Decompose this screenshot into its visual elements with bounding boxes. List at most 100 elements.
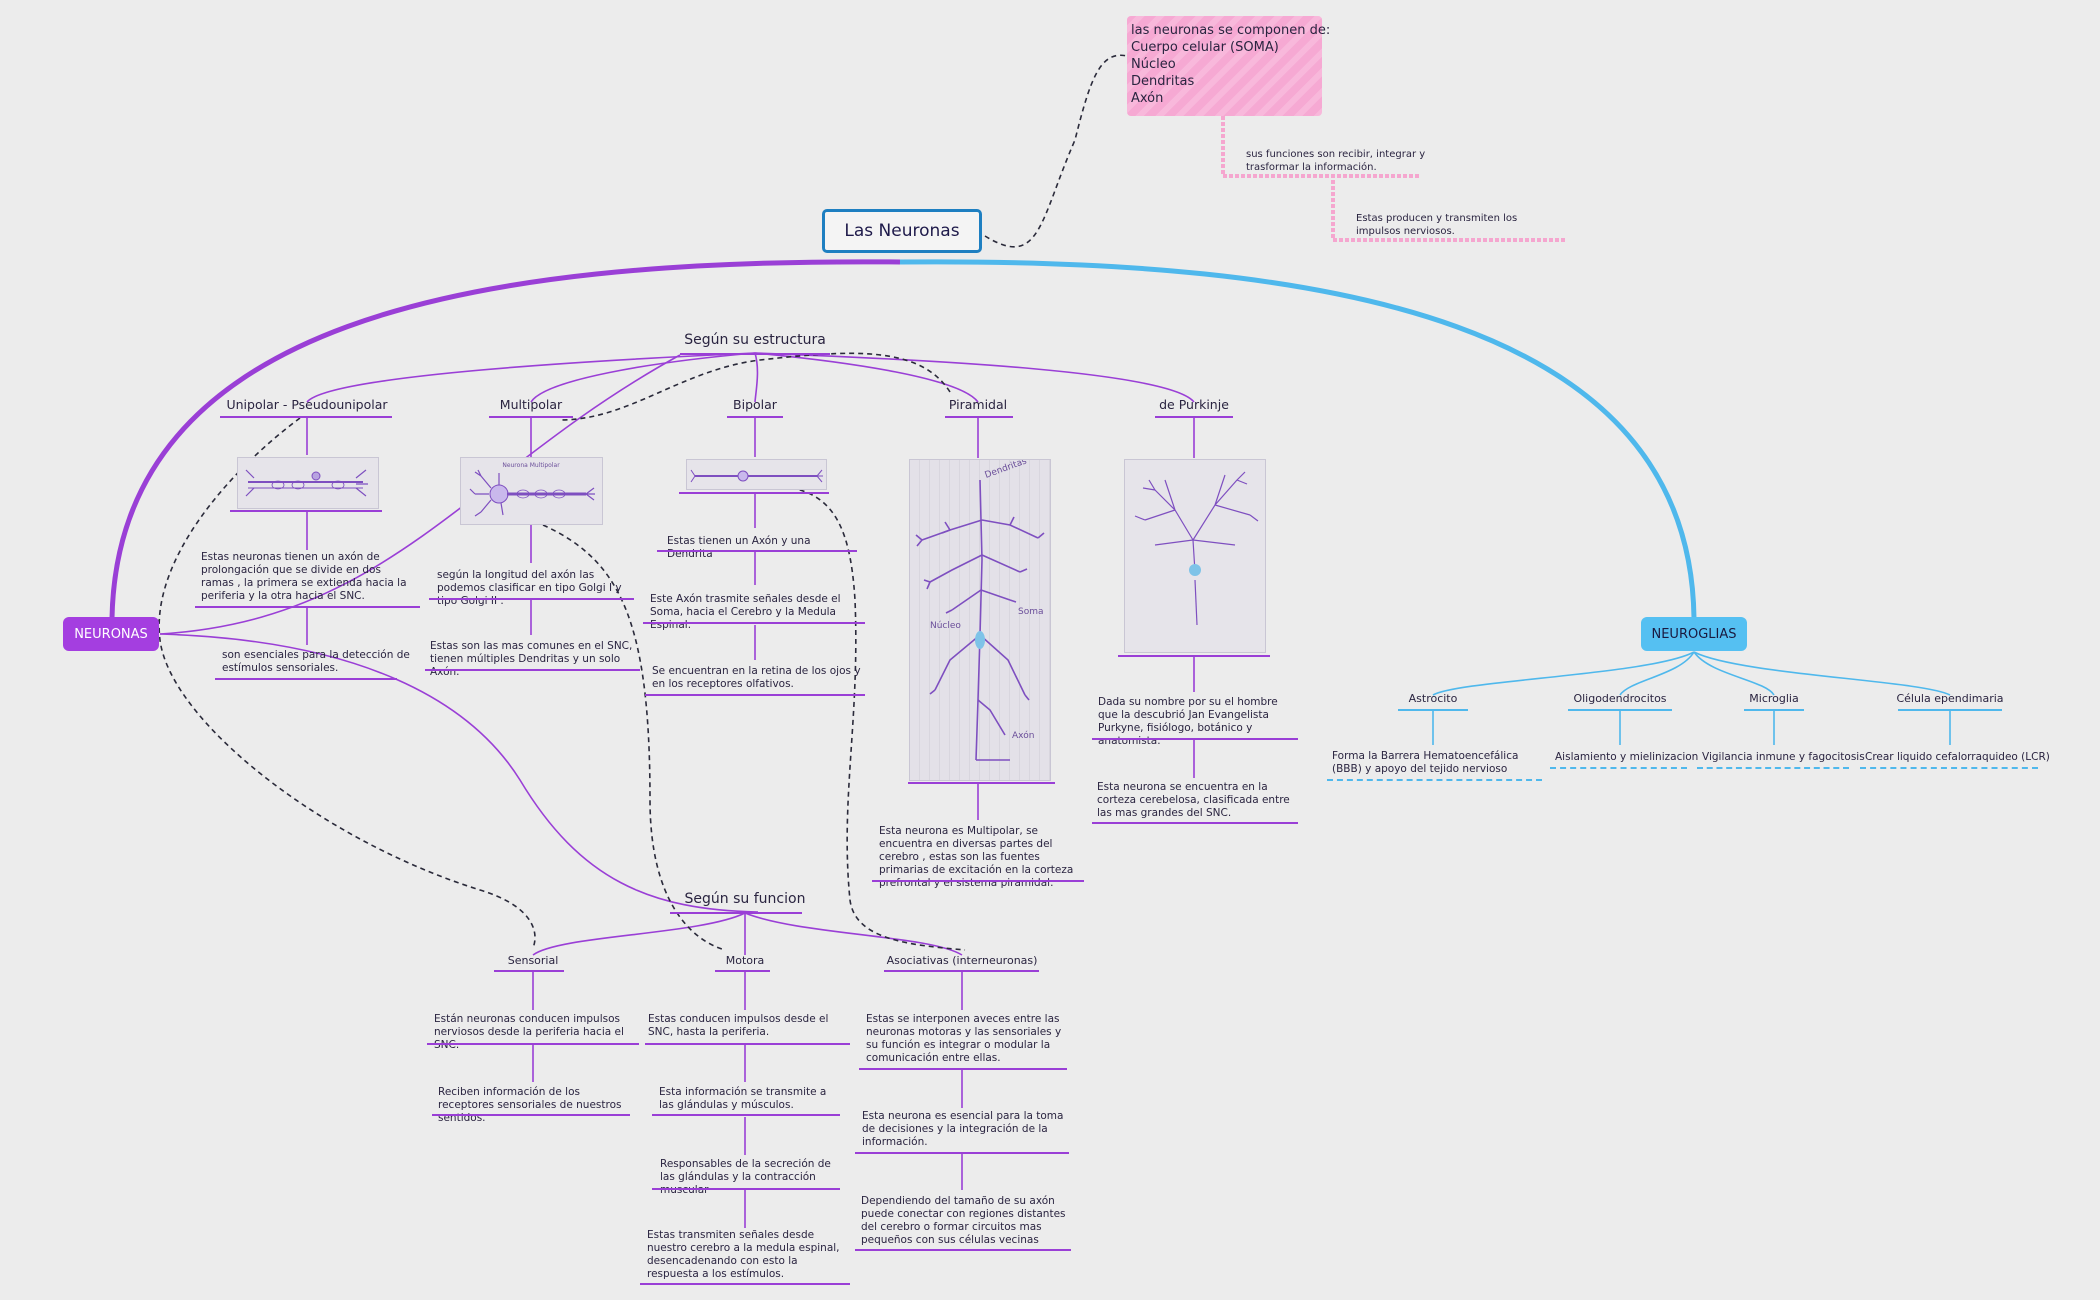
type-unipolar[interactable]: Unipolar - Pseudounipolar [226,397,388,412]
underline [1697,767,1849,769]
bipolar-neuron-image[interactable] [686,459,827,490]
glia-note-oligodendrocitos[interactable]: Aislamiento y mielinizacion [1555,751,1699,763]
underline [680,353,830,355]
unipolar-neuron-image[interactable] [237,457,379,509]
underline [1327,779,1542,781]
multipolar-note-1[interactable]: según la longitud del axón las podemos c… [437,569,622,607]
motora-note-4[interactable]: Estas transmiten señales desde nuestro c… [647,1229,840,1280]
piramidal-image-label: Núcleo [930,621,961,631]
purkinje-note-1[interactable]: Dada su nombre por su el hombre que la d… [1098,696,1278,747]
glia-note-microglia[interactable]: Vigilancia inmune y fagocitosis [1702,751,1865,763]
neuronas-node[interactable]: NEURONAS [63,617,159,651]
underline [884,970,1039,972]
neuroglias-label: NEUROGLIAS [1651,626,1737,642]
multipolar-image-caption: Neurona Multipolar [502,462,560,469]
type-motora[interactable]: Motora [725,954,765,967]
underline [640,1283,850,1285]
underline [432,1114,630,1116]
underline [425,669,640,671]
asociativas-note-1[interactable]: Estas se interponen aveces entre las neu… [866,1013,1062,1064]
glia-microglia[interactable]: Microglia [1749,692,1799,705]
underline [494,970,564,972]
underline [1568,709,1672,711]
piramidal-image-label: Soma [1018,607,1044,617]
sensorial-note-1[interactable]: Están neuronas conducen impulsos nervios… [434,1013,624,1051]
underline [1550,767,1687,769]
glia-ependimaria[interactable]: Célula ependimaria [1896,692,2004,705]
piramidal-note-1[interactable]: Esta neurona es Multipolar, se encuentra… [879,825,1074,889]
sensorial-note-2[interactable]: Reciben información de los receptores se… [438,1086,622,1124]
underline [427,1043,639,1045]
underline [679,492,829,494]
note-function-2[interactable]: Estas producen y transmiten los impulsos… [1356,213,1518,237]
note-line: Axón [1131,91,1164,106]
estructura-header[interactable]: Según su estructura [684,332,826,348]
underline [652,1188,840,1190]
motora-note-2[interactable]: Esta información se transmite a las glán… [659,1086,827,1111]
underline [945,416,1013,418]
note-line: Dendritas [1131,74,1195,89]
type-asociativas[interactable]: Asociativas (interneuronas) [886,954,1038,967]
piramidal-neuron-drawing: Dendritas Núcleo Soma Axón [915,460,1045,761]
glia-astrocito[interactable]: Astrocito [1408,692,1458,705]
underline [645,1043,850,1045]
underline [1860,767,2038,769]
underline [855,1249,1071,1251]
type-purkinje[interactable]: de Purkinje [1159,397,1229,412]
underline [230,510,382,512]
asociativas-note-3[interactable]: Dependiendo del tamaño de su axón puede … [861,1195,1066,1246]
type-multipolar[interactable]: Multipolar [499,397,563,412]
underline [670,912,802,914]
underline [872,880,1084,882]
bipolar-neuron-drawing [690,469,823,483]
multipolar-neuron-drawing: Neurona Multipolar [469,462,595,517]
underline [645,694,865,696]
underline [1092,738,1298,740]
composition-note[interactable]: las neuronas se componen de: Cuerpo celu… [1127,16,1330,116]
note-function-1[interactable]: sus funciones son recibir, integrar y tr… [1246,149,1426,173]
funcion-header[interactable]: Según su funcion [684,891,806,907]
note-line: Núcleo [1131,57,1176,72]
multipolar-note-2[interactable]: Estas son las mas comunes en el SNC, tie… [430,640,633,678]
motora-note-3[interactable]: Responsables de la secreción de las glán… [660,1158,831,1196]
underline [489,416,573,418]
underline [195,606,420,608]
main-title-node[interactable]: Las Neuronas [822,209,982,253]
glia-note-astrocito[interactable]: Forma la Barrera Hematoencefálica (BBB) … [1332,750,1519,775]
motora-note-1[interactable]: Estas conducen impulsos desde el SNC, ha… [648,1013,829,1038]
neuroglias-node[interactable]: NEUROGLIAS [1641,617,1747,651]
underline [643,622,865,624]
purkinje-neuron-image[interactable] [1124,459,1266,653]
note-line: Cuerpo celular (SOMA) [1131,40,1279,55]
multipolar-neuron-image[interactable]: Neurona Multipolar [460,457,603,525]
purkinje-note-2[interactable]: Esta neurona se encuentra en la corteza … [1097,781,1290,819]
bipolar-note-3[interactable]: Se encuentran en la retina de los ojos y… [652,665,861,690]
piramidal-image-label: Axón [1012,730,1034,741]
underline [1398,709,1468,711]
unipolar-note-2[interactable]: son esenciales para la detección de estí… [222,649,410,674]
unipolar-neuron-drawing [245,469,368,497]
underline [855,1152,1069,1154]
underline [1092,822,1298,824]
type-sensorial[interactable]: Sensorial [507,954,559,967]
purkinje-neuron-drawing [1134,471,1259,626]
glia-oligodendrocitos[interactable]: Oligodendrocitos [1573,692,1667,705]
glia-note-ependimaria[interactable]: Crear liquido cefalorraquideo (LCR) [1865,751,2050,763]
piramidal-neuron-image[interactable]: Dendritas Núcleo Soma Axón [909,459,1051,781]
main-title: Las Neuronas [844,221,960,241]
type-piramidal[interactable]: Piramidal [948,397,1008,412]
underline [1898,709,2002,711]
asociativas-note-2[interactable]: Esta neurona es esencial para la toma de… [862,1110,1064,1148]
bipolar-note-2[interactable]: Este Axón trasmite señales desde el Soma… [650,593,841,631]
underline [215,678,397,680]
underline [657,550,857,552]
type-bipolar[interactable]: Bipolar [733,397,777,412]
unipolar-note-1[interactable]: Estas neuronas tienen un axón de prolong… [201,551,407,602]
underline [220,416,392,418]
underline [1118,655,1270,657]
bipolar-note-1[interactable]: Estas tienen un Axón y una Dendrita [667,535,811,560]
underline [908,782,1055,784]
underline [1744,709,1804,711]
neuronas-label: NEURONAS [74,626,148,642]
